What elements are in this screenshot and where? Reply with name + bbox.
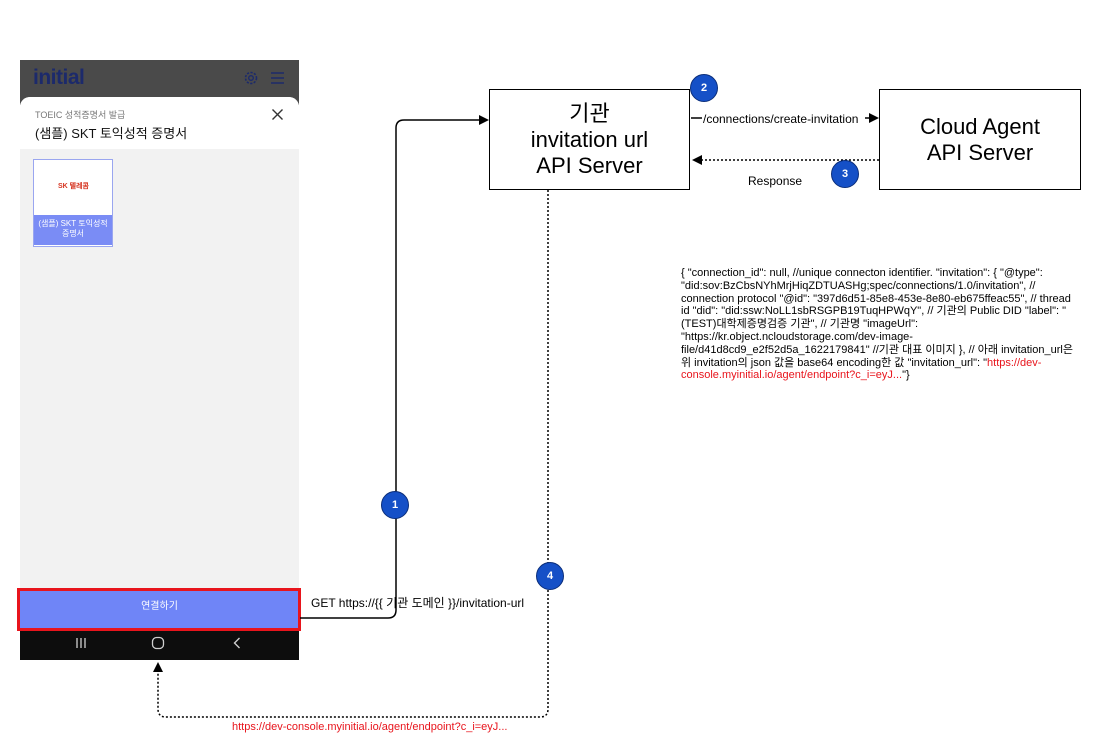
- back-icon[interactable]: [232, 636, 242, 653]
- institution-api-server-box: 기관 invitation url API Server: [489, 89, 690, 190]
- close-icon[interactable]: [271, 107, 284, 125]
- arrow-return-url: [153, 190, 549, 718]
- arrow-get-invitation: [300, 115, 489, 619]
- recent-apps-icon[interactable]: [75, 636, 87, 653]
- cloud-agent-api-server-box: Cloud Agent API Server: [879, 89, 1081, 190]
- connect-button-highlight: [17, 588, 301, 631]
- connect-button[interactable]: 연결하기: [20, 590, 299, 631]
- card-label-line2: 증명서: [61, 229, 85, 238]
- step-badge-1: 1: [381, 491, 409, 519]
- app-logo: initial: [33, 66, 85, 89]
- sheet-title: (샘플) SKT 토익성적 증명서: [35, 126, 188, 141]
- get-request-label: GET https://{{ 기관 도메인 }}/invitation-url: [311, 596, 525, 610]
- gear-icon[interactable]: [243, 70, 259, 91]
- cloud-box-line2: API Server: [926, 139, 1034, 165]
- hamburger-menu-icon[interactable]: [270, 70, 285, 90]
- institution-box-line1: 기관: [569, 100, 610, 126]
- step-badge-3: 3: [831, 160, 859, 188]
- home-icon[interactable]: [151, 636, 165, 653]
- response-label: Response: [748, 174, 803, 188]
- sheet-subtitle: TOEIC 성적증명서 발급: [35, 110, 126, 120]
- return-url-label: https://dev-console.myinitial.io/agent/e…: [232, 721, 508, 733]
- sk-telecom-logo: SK 텔레콤: [58, 183, 89, 190]
- invitation-json-note: { "connection_id": null, //unique connec…: [681, 267, 1081, 382]
- create-invitation-label: /connections/create-invitation: [703, 112, 859, 126]
- json-body: { "connection_id": null, //unique connec…: [681, 267, 1073, 369]
- institution-box-line3: API Server: [536, 152, 643, 178]
- sheet-header: [20, 97, 299, 149]
- institution-box-line2: invitation url: [530, 126, 649, 152]
- step-badge-2: 2: [690, 74, 718, 102]
- json-end: "}: [902, 369, 910, 382]
- cloud-box-line1: Cloud Agent: [920, 113, 1040, 139]
- card-label-line1: (샘플) SKT 토익성적: [38, 219, 108, 228]
- android-nav-bar: [20, 631, 299, 660]
- json-invitation-url: https://dev-console.myinitial.io/agent/e…: [681, 356, 1042, 382]
- certificate-card-image: [34, 160, 112, 215]
- step-badge-4: 4: [536, 562, 564, 590]
- certificate-card-label: (샘플) SKT 토익성적 증명서: [34, 215, 112, 245]
